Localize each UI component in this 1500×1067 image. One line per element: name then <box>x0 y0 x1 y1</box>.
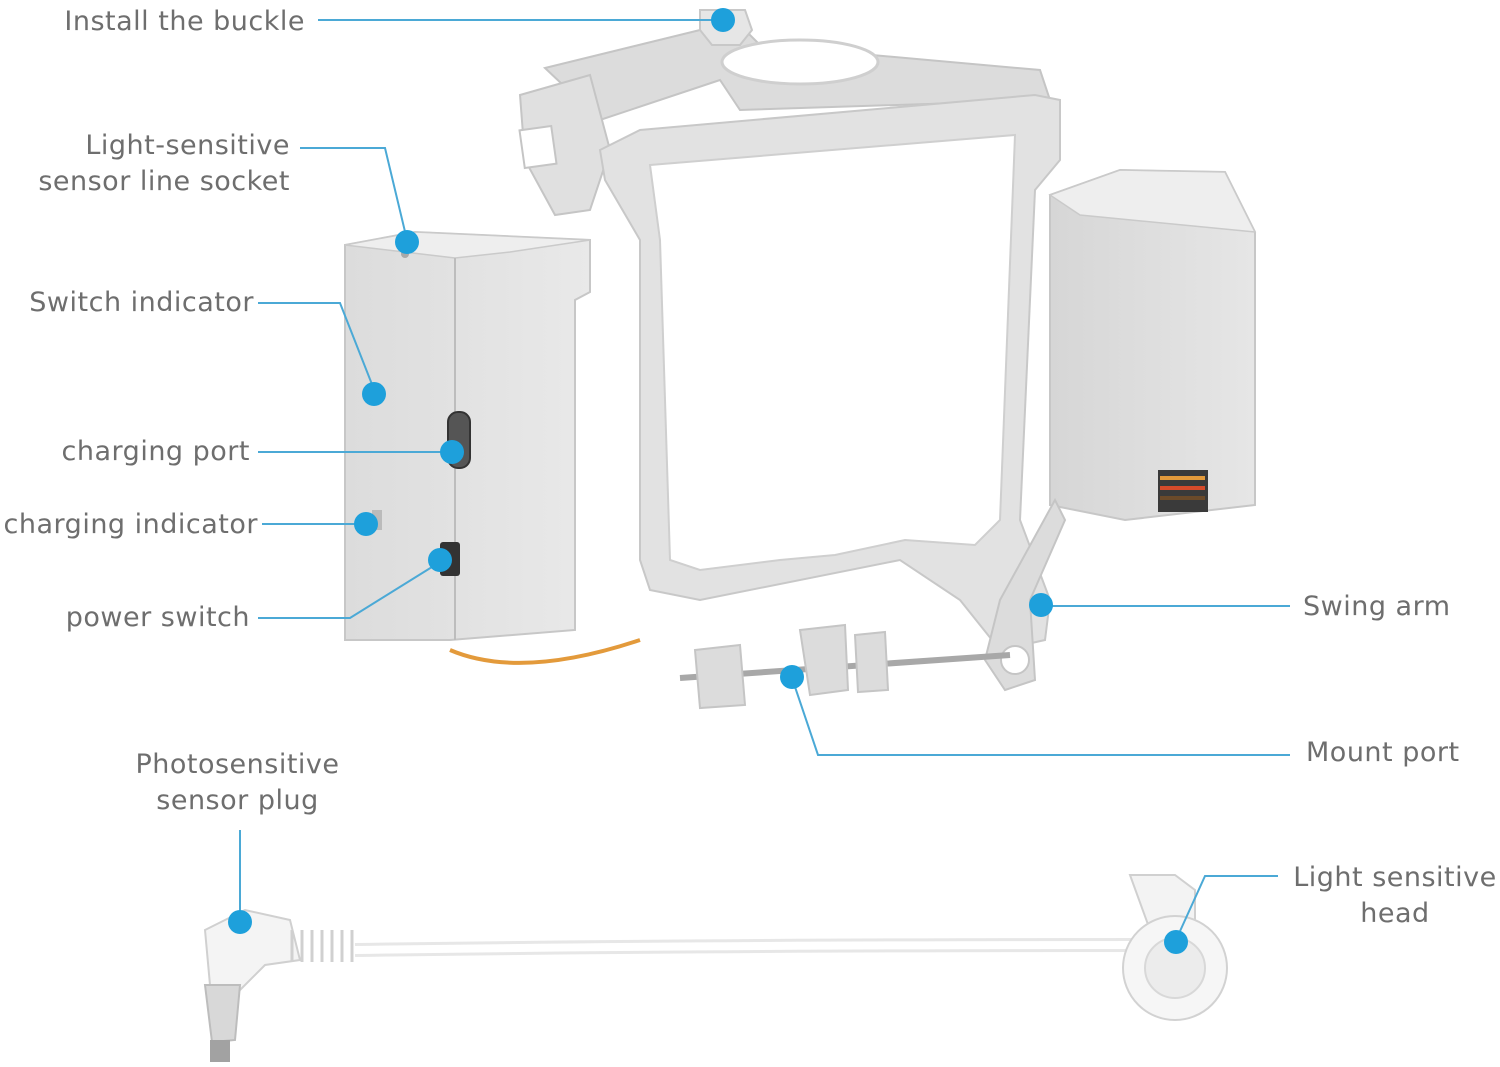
servo-wire <box>449 638 641 665</box>
label-sensor-socket: Light-sensitive sensor line socket <box>38 130 290 197</box>
marker-sensor-socket <box>395 230 419 254</box>
label-power-switch: power switch <box>65 602 250 633</box>
servo-box <box>1048 168 1257 522</box>
marker-dots <box>228 8 1188 954</box>
marker-charging-port <box>440 440 464 464</box>
label-mount-port: Mount port <box>1306 737 1460 768</box>
sensor-head-part <box>1122 874 1228 1021</box>
label-install-buckle: Install the buckle <box>64 6 305 37</box>
mount-pin <box>679 623 1011 710</box>
marker-charging-indicator <box>354 512 378 536</box>
control-box <box>344 230 591 641</box>
label-swing-arm: Swing arm <box>1303 591 1451 622</box>
marker-sensor-head <box>1164 930 1188 954</box>
label-switch-indicator: Switch indicator <box>29 287 254 318</box>
label-charging-indicator: charging indicator <box>3 509 258 540</box>
label-sensor-head: Light sensitive head <box>1293 862 1497 929</box>
marker-switch-indicator <box>362 382 386 406</box>
leader-sensor-socket <box>300 147 408 241</box>
leader-mount-port <box>791 677 1290 756</box>
leader-sensor-head <box>1175 875 1278 941</box>
marker-power-switch <box>428 548 452 572</box>
label-charging-port: charging port <box>61 436 250 467</box>
marker-sensor-plug <box>228 910 252 934</box>
marker-swing-arm <box>1029 593 1053 617</box>
frame <box>598 93 1061 652</box>
label-sensor-plug: Photosensitive sensor plug <box>135 749 340 816</box>
marker-install-buckle <box>711 8 735 32</box>
leader-power-switch <box>258 561 441 619</box>
leader-lines <box>239 19 1290 941</box>
sensor-cable <box>203 908 1141 1062</box>
marker-mount-port <box>780 665 804 689</box>
leader-switch-indicator <box>258 302 376 393</box>
